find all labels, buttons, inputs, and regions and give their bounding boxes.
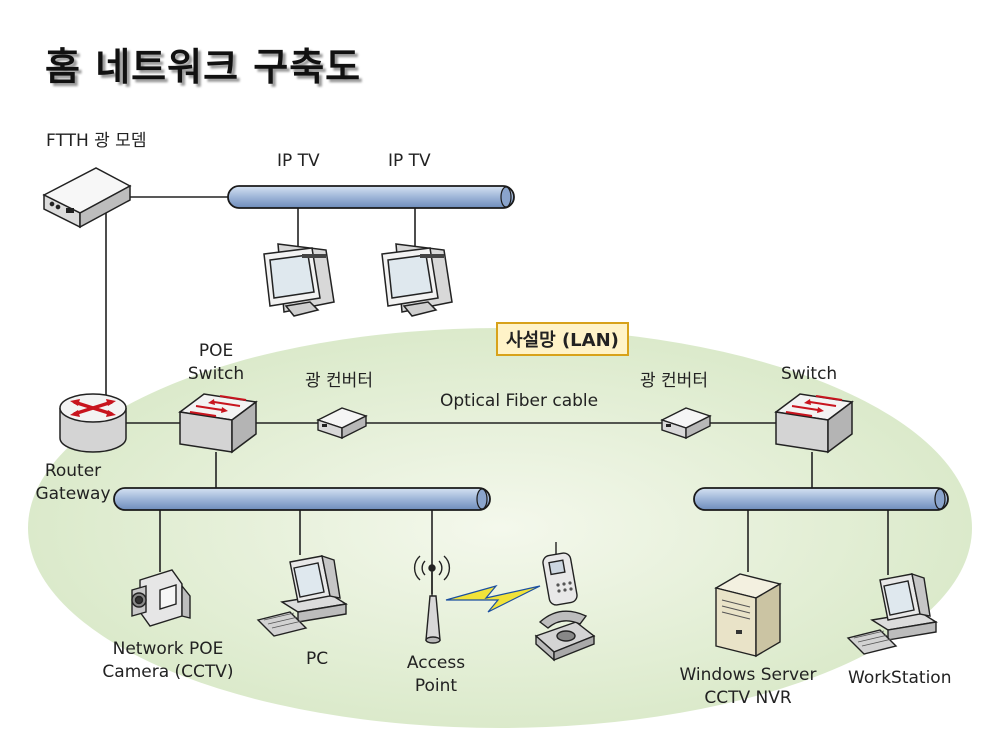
router-label-line1: Router [44,461,102,481]
monitor-icon [381,243,453,317]
iptv-label-2: IP TV [388,151,431,171]
page-title: 홈 네트워크 구축도 [45,45,362,89]
switch-icon [774,393,854,454]
poe-switch-label-line2: Switch [187,364,245,384]
wireless-link-icon [445,584,541,613]
camera-label-line2: Camera (CCTV) [102,662,234,682]
monitor-icon [263,243,335,317]
pc-icon [256,554,348,637]
access-point-label-line2: Point [414,676,458,696]
lan-bus-left [113,487,491,511]
camera-icon [131,569,191,627]
router-icon [59,393,127,453]
iptv-label-1: IP TV [277,151,320,171]
server-label: Windows Server CCTV NVR [672,664,824,710]
mobile-phone-icon [542,542,578,606]
poe-switch-label-line1: POE [198,341,234,361]
access-point-label-line1: Access [406,653,466,673]
workstation-label: WorkStation [848,668,952,688]
server-label-line2: CCTV NVR [704,688,792,708]
access-point-icon [413,555,451,644]
camera-label-line1: Network POE [112,639,224,659]
poe-switch-label: POE Switch [186,340,246,386]
lan-bus-right [693,487,949,511]
router-label-line2: Gateway [35,484,111,504]
converter-icon [316,407,368,440]
camera-label: Network POE Camera (CCTV) [96,638,240,684]
converter-icon [660,407,712,440]
ftth-modem-label: FTTH 광 모뎀 [46,131,147,151]
iptv-bus [227,185,515,209]
router-label: Router Gateway [30,460,116,506]
modem-icon [42,167,132,229]
switch-icon [178,393,258,454]
server-label-line1: Windows Server [679,665,817,685]
connection-lines [105,196,889,594]
telephone-icon [534,610,596,662]
workstation-icon [846,572,938,655]
converter-right-label: 광 컨버터 [640,371,708,391]
server-icon [714,573,782,658]
fiber-cable-label: Optical Fiber cable [440,391,599,411]
converter-left-label: 광 컨버터 [305,371,373,391]
pc-label: PC [306,649,329,669]
access-point-label: Access Point [400,652,472,698]
lan-badge: 사설망 (LAN) [496,322,629,356]
switch-label: Switch [781,364,838,384]
